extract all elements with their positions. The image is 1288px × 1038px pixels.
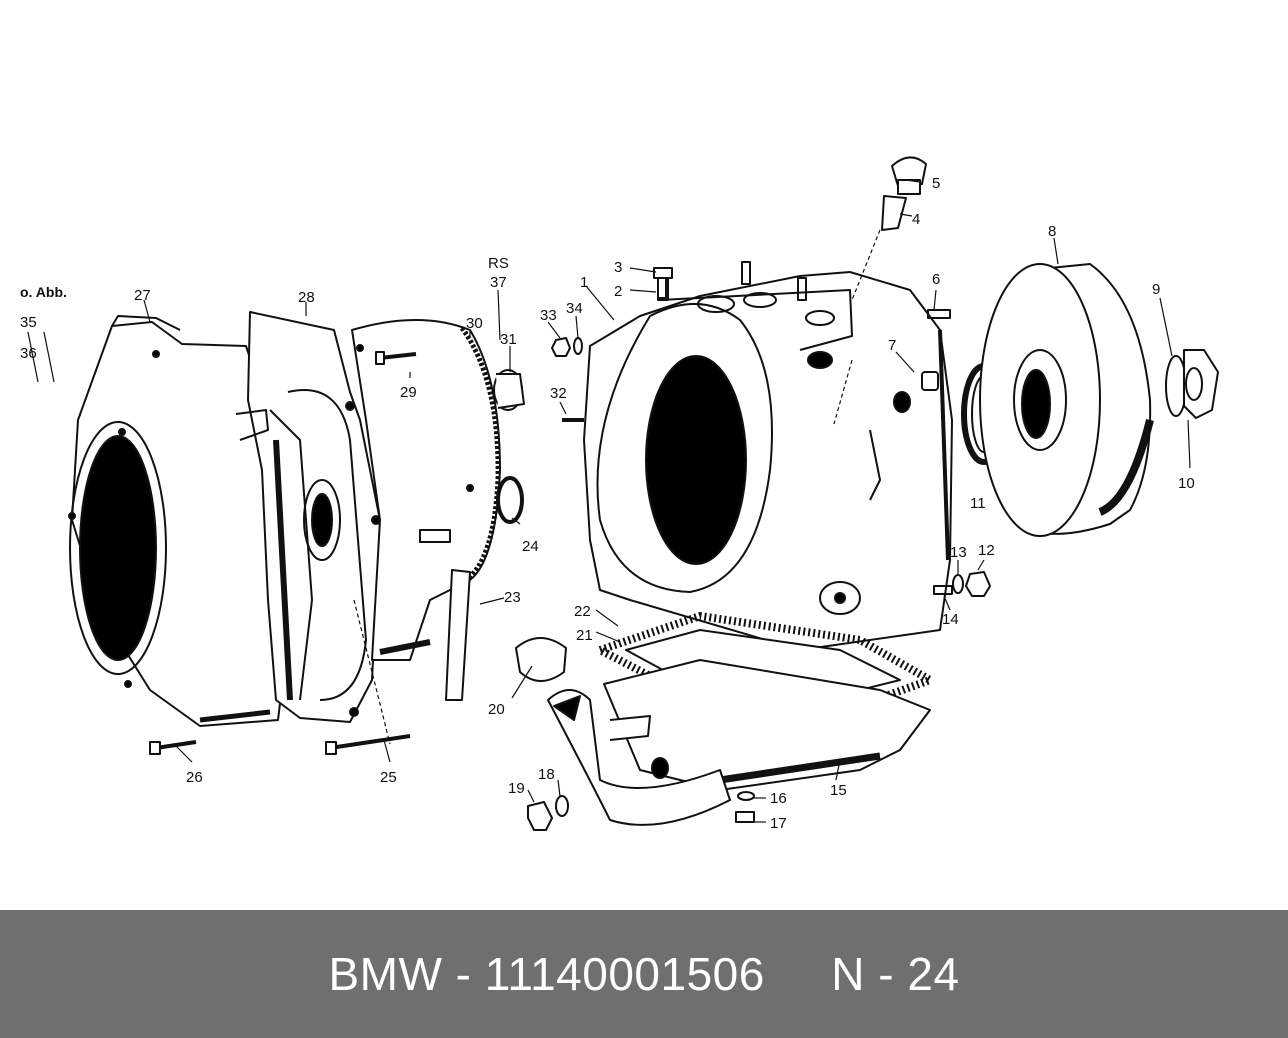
part-14-stud [933,585,953,595]
part-10-nut [1183,349,1219,419]
part-6-stud [927,309,951,319]
part-5-plug [891,156,927,195]
part-17-bolt [735,811,755,823]
part-1-crankcase [583,261,953,651]
part-33-nut [551,337,571,357]
exploded-parts-diagram: o. Abb. 35 36 27 28 29 30 RS 37 31 24 23… [20,156,1219,832]
leader-lines [27,179,1191,823]
callout-30: 30 [466,315,483,332]
part-number: 11140001506 [484,948,765,1000]
part-12-nut [965,571,991,597]
callout-17: 17 [770,815,787,832]
callout-29: 29 [400,384,417,401]
callout-24: 24 [522,538,539,555]
part-4-sleeve [881,195,907,231]
callout-9: 9 [1152,281,1160,298]
note-label: o. Abb. [20,284,67,300]
callout-18: 18 [538,766,555,783]
part-13-washer [952,574,964,594]
part-25-bolt [325,734,411,755]
callout-37: 37 [490,274,507,291]
part-26-bolt [149,740,197,755]
callout-4: 4 [912,211,920,228]
spacer [765,948,831,1000]
part-23-hose [445,569,471,701]
callout-labels: o. Abb. 35 36 27 28 29 30 RS 37 31 24 23… [20,175,1195,832]
callout-10: 10 [1178,475,1195,492]
part-28-housing [235,311,381,723]
part-27-fan-shroud [68,315,291,727]
part-3-bolt [653,267,673,301]
part-34-washer [573,337,583,355]
callout-11: 11 [970,495,986,512]
part-24-seal [496,476,524,524]
callout-33: 33 [540,307,557,324]
callout-8: 8 [1048,223,1056,240]
callout-6: 6 [932,271,940,288]
callout-19: 19 [508,780,525,797]
callout-35: 35 [20,314,37,331]
rs-label: RS [488,255,509,272]
separator: - [442,948,485,1000]
callout-32: 32 [550,385,567,402]
callout-15: 15 [830,782,847,799]
part-15-oil-pan [603,659,931,791]
part-20-oil-filler [515,637,731,826]
callout-25: 25 [380,769,397,786]
callout-34: 34 [566,300,583,317]
callout-28: 28 [298,289,315,306]
part-16-washer [737,791,755,801]
diagram-canvas: o. Abb. 35 36 27 28 29 30 RS 37 31 24 23… [20,156,1219,832]
callout-22: 22 [574,603,591,620]
part-18-washer [555,795,569,817]
part-31-bushing [493,369,525,411]
callout-26: 26 [186,769,203,786]
part-19-drain-plug [527,801,553,831]
callout-27: 27 [134,287,151,304]
callout-2: 2 [614,283,622,300]
callout-21: 21 [576,627,593,644]
brand-label: BMW [328,948,443,1000]
callout-31: 31 [500,331,517,348]
callout-14: 14 [942,611,959,628]
callout-13: 13 [950,544,967,561]
callout-3: 3 [614,259,622,276]
part-number-footer: BMW - 11140001506 N - 24 [0,910,1288,1038]
callout-12: 12 [978,542,995,559]
callout-36: 36 [20,345,37,362]
callout-1: 1 [580,274,588,291]
callout-7: 7 [888,337,896,354]
part-8-flywheel [979,263,1154,537]
part-29-bolt [375,351,417,365]
callout-23: 23 [504,589,521,606]
page-ref: N - 24 [831,948,960,1000]
callout-16: 16 [770,790,787,807]
footer-caption: BMW - 11140001506 N - 24 [328,947,959,1001]
callout-5: 5 [932,175,940,192]
callout-20: 20 [488,701,505,718]
